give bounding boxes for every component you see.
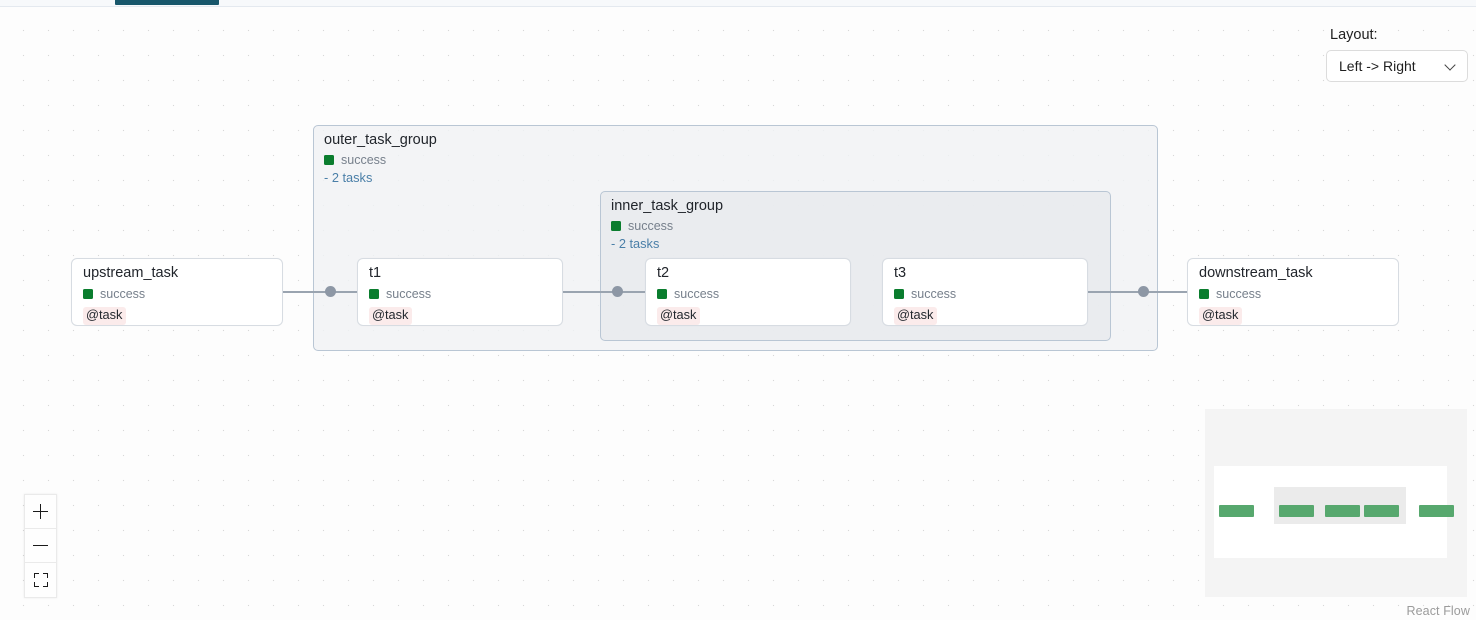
group-state: success bbox=[324, 152, 437, 167]
status-square-icon bbox=[894, 288, 904, 299]
minimap-node bbox=[1279, 505, 1314, 517]
task-operator-badge: @task bbox=[83, 307, 127, 325]
group-header-outer: outer_task_group success - 2 tasks bbox=[324, 133, 437, 185]
group-header-inner: inner_task_group success - 2 tasks bbox=[611, 199, 723, 251]
active-tab-indicator[interactable] bbox=[115, 0, 219, 5]
status-square-icon bbox=[369, 288, 379, 299]
status-square-icon bbox=[324, 154, 334, 165]
layout-panel: Layout: Left -> Right bbox=[1326, 28, 1468, 82]
task-state-label: success bbox=[386, 286, 432, 301]
group-task-count-link[interactable]: - 2 tasks bbox=[324, 170, 373, 185]
minimap-node bbox=[1325, 505, 1360, 517]
task-node-state: success bbox=[369, 286, 562, 301]
status-square-icon bbox=[611, 220, 621, 231]
group-state: success bbox=[611, 218, 723, 233]
task-operator-badge: @task bbox=[657, 307, 701, 325]
task-operator-badge: @task bbox=[1199, 307, 1243, 325]
task-node-state: success bbox=[1199, 286, 1398, 301]
edge-handle-upstream-t1[interactable] bbox=[325, 286, 336, 297]
edge-handle-t1-t2[interactable] bbox=[612, 286, 623, 297]
task-node-state: success bbox=[894, 286, 1087, 301]
task-state-label: success bbox=[1216, 286, 1262, 301]
status-square-icon bbox=[1199, 288, 1209, 299]
fit-view-icon bbox=[33, 573, 48, 587]
react-flow-attribution[interactable]: React Flow bbox=[1406, 604, 1470, 618]
task-state-label: success bbox=[100, 286, 146, 301]
task-node-state: success bbox=[83, 286, 282, 301]
group-state-label: success bbox=[341, 152, 387, 167]
chevron-down-icon bbox=[1446, 60, 1457, 71]
zoom-controls bbox=[24, 494, 57, 598]
task-operator-badge: @task bbox=[369, 307, 413, 325]
task-node-t3[interactable]: t3 success @task bbox=[882, 258, 1088, 326]
edge-handle-t3-downstream[interactable] bbox=[1138, 286, 1149, 297]
layout-select[interactable]: Left -> Right bbox=[1326, 49, 1468, 82]
zoom-in-button[interactable] bbox=[25, 495, 56, 529]
minimap-node bbox=[1219, 505, 1254, 517]
layout-select-value: Left -> Right bbox=[1339, 57, 1416, 74]
edge-upstream-to-t1 bbox=[283, 291, 357, 293]
task-node-state: success bbox=[657, 286, 850, 301]
task-node-title: t2 bbox=[657, 265, 670, 281]
task-node-title: upstream_task bbox=[83, 265, 179, 281]
group-state-label: success bbox=[628, 218, 674, 233]
task-node-title: downstream_task bbox=[1199, 265, 1313, 281]
status-square-icon bbox=[657, 288, 667, 299]
tab-strip bbox=[0, 0, 1476, 7]
minimap-viewport[interactable] bbox=[1214, 466, 1454, 558]
task-node-upstream-task[interactable]: upstream_task success @task bbox=[71, 258, 283, 326]
task-node-t1[interactable]: t1 success @task bbox=[357, 258, 563, 326]
group-task-count-link[interactable]: - 2 tasks bbox=[611, 236, 660, 251]
task-node-title: t1 bbox=[369, 265, 382, 281]
layout-label: Layout: bbox=[1330, 27, 1378, 43]
edge-t1-to-t2 bbox=[563, 291, 645, 293]
task-operator-badge: @task bbox=[894, 307, 938, 325]
zoom-out-button[interactable] bbox=[25, 529, 56, 563]
task-state-label: success bbox=[911, 286, 957, 301]
edge-t3-to-downstream bbox=[1088, 291, 1187, 293]
minimap[interactable] bbox=[1205, 409, 1467, 597]
group-title: inner_task_group bbox=[611, 198, 724, 214]
plus-icon bbox=[33, 504, 48, 519]
status-square-icon bbox=[83, 288, 93, 299]
task-node-title: t3 bbox=[894, 265, 907, 281]
fit-view-button[interactable] bbox=[25, 563, 56, 597]
minus-icon bbox=[33, 538, 48, 553]
minimap-node bbox=[1419, 505, 1454, 517]
minimap-node bbox=[1364, 505, 1399, 517]
task-node-t2[interactable]: t2 success @task bbox=[645, 258, 851, 326]
group-title: outer_task_group bbox=[324, 132, 437, 148]
task-node-downstream-task[interactable]: downstream_task success @task bbox=[1187, 258, 1399, 326]
task-state-label: success bbox=[674, 286, 720, 301]
